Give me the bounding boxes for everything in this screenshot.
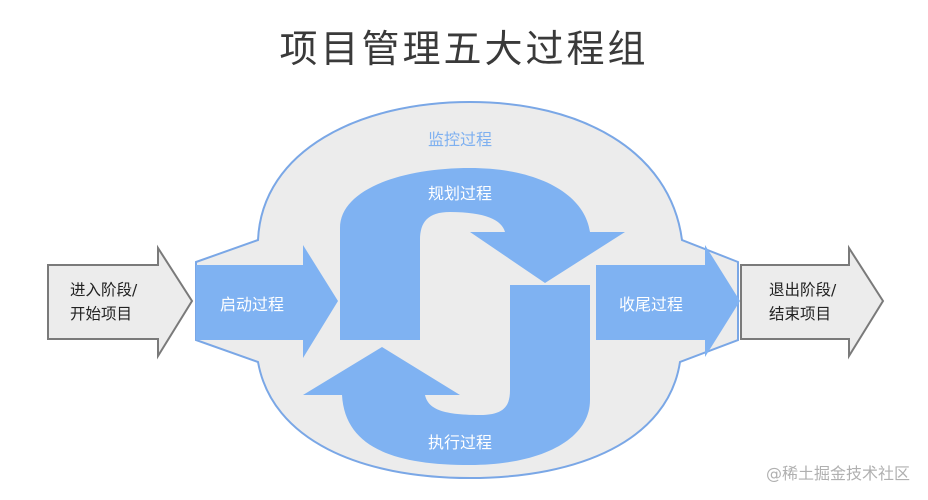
monitoring-label: 监控过程 (428, 130, 493, 149)
closing-label: 收尾过程 (619, 295, 684, 314)
entry-label-line1: 进入阶段/ (70, 281, 138, 299)
exit-label-line2: 结束项目 (769, 305, 832, 323)
closing-arrow (596, 245, 740, 357)
entry-label: 进入阶段/ 开始项目 (70, 278, 137, 326)
entry-arrow (47, 244, 194, 360)
executing-arrow (303, 285, 590, 465)
planning-arrow (340, 168, 625, 340)
exit-label: 退出阶段/ 结束项目 (769, 278, 836, 326)
initiating-arrow (196, 245, 338, 358)
entry-label-line2: 开始项目 (70, 305, 133, 323)
diagram-title: 项目管理五大过程组 (279, 27, 649, 71)
watermark: @稀土掘金技术社区 (765, 464, 910, 483)
executing-label: 执行过程 (428, 433, 493, 452)
exit-arrow (740, 244, 885, 360)
planning-label: 规划过程 (428, 184, 493, 203)
exit-label-line1: 退出阶段/ (769, 281, 837, 299)
initiating-label: 启动过程 (220, 295, 285, 314)
